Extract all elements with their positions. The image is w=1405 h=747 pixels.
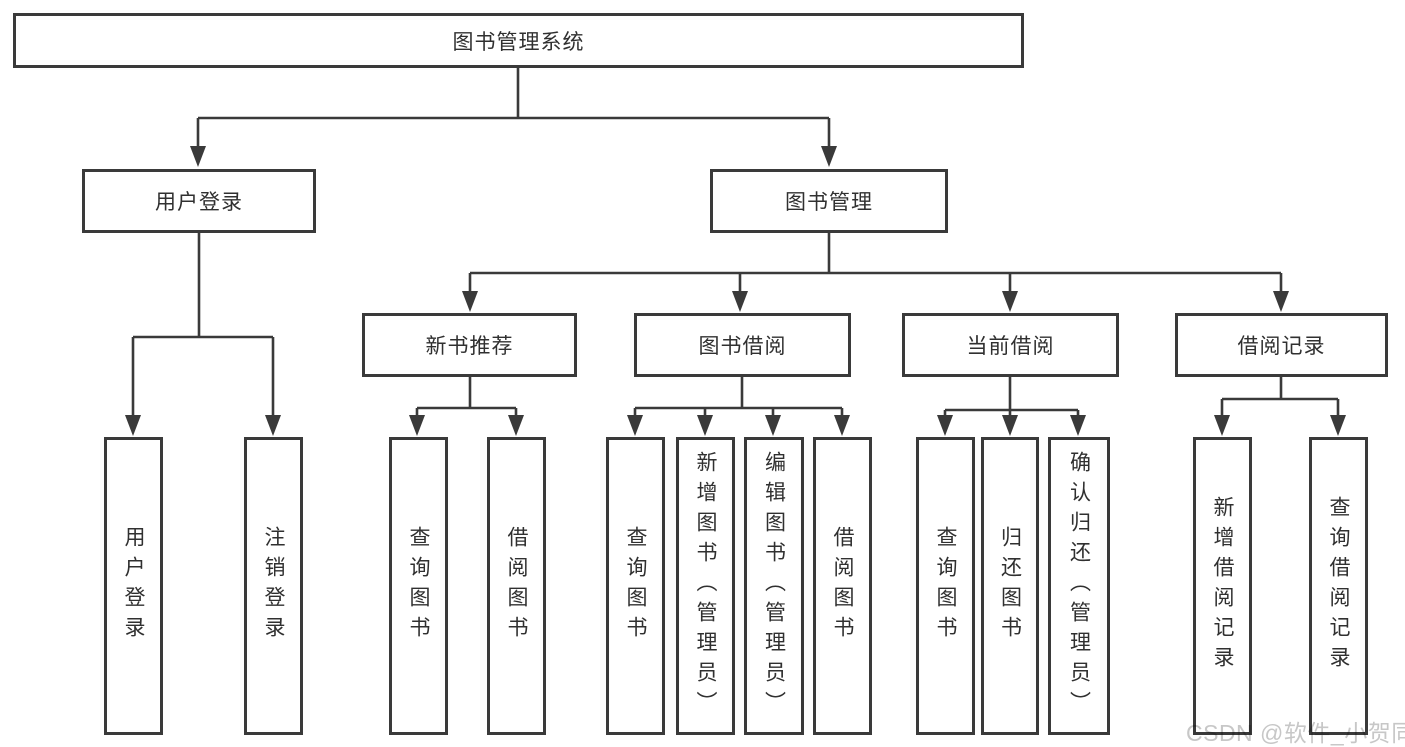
leaf-nbr-borrow-books: 借阅图书 [487,437,546,735]
leaf-nbr-query-books: 查询图书 [389,437,448,735]
leaf-cb-query-books: 查询图书 [916,437,975,735]
leaf-bb-add-books-admin: 新增图书（管理员） [676,437,735,735]
node-user-login: 用户登录 [82,169,316,233]
leaf-bb-edit-books-admin: 编辑图书（管理员） [744,437,804,735]
node-new-book-recommend: 新书推荐 [362,313,577,377]
leaf-br-query-borrow-record: 查询借阅记录 [1309,437,1368,735]
csdn-watermark: CSDN @软件_小贺同学 [1186,720,1405,746]
leaf-cb-return-books: 归还图书 [981,437,1039,735]
node-borrowing-records: 借阅记录 [1175,313,1388,377]
leaf-bb-query-books: 查询图书 [606,437,665,735]
node-current-borrowing: 当前借阅 [902,313,1119,377]
leaf-cb-confirm-return-admin: 确认归还（管理员） [1048,437,1110,735]
leaf-user-login: 用户登录 [104,437,163,735]
node-book-borrowing: 图书借阅 [634,313,851,377]
leaf-br-add-borrow-record: 新增借阅记录 [1193,437,1252,735]
leaf-bb-borrow-books: 借阅图书 [813,437,872,735]
leaf-logout: 注销登录 [244,437,303,735]
node-book-management: 图书管理 [710,169,948,233]
node-library-management-system: 图书管理系统 [13,13,1024,68]
